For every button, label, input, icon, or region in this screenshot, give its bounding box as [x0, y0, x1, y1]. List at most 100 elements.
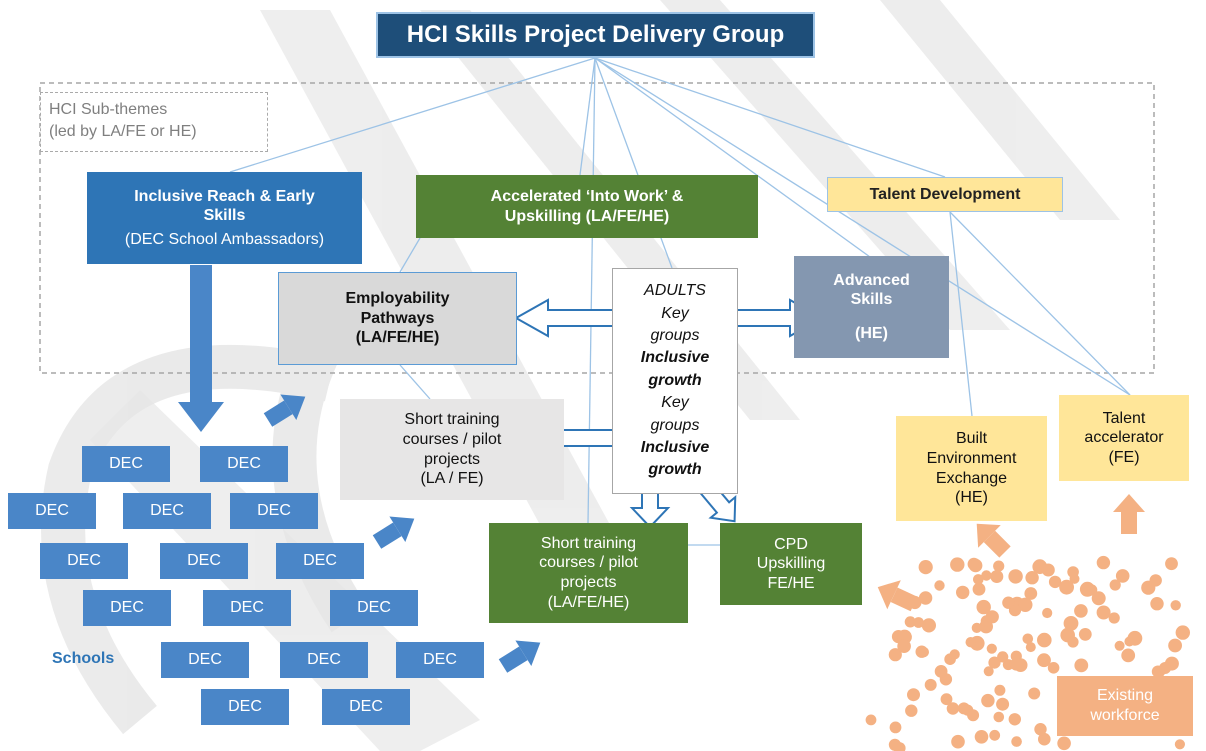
- short-training-la-fe-he-line3: projects: [560, 574, 617, 591]
- decorative-arcs: [41, 319, 369, 735]
- built-environment-exchange-box: Built Environment Exchange (HE): [896, 416, 1047, 521]
- talent-development-label: Talent Development: [869, 185, 1021, 203]
- workforce-dot: [1115, 569, 1130, 583]
- dec-box: DEC: [123, 493, 211, 529]
- employability-line1: Employability: [345, 290, 450, 308]
- advanced-skills-box: Advanced Skills (HE): [794, 256, 949, 358]
- adults-line2: Key: [661, 304, 689, 322]
- workforce-dot: [1008, 569, 1023, 584]
- workforce-dot: [905, 704, 918, 717]
- workforce-dot: [985, 610, 999, 624]
- workforce-dot: [1025, 571, 1039, 585]
- workforce-dot: [1078, 628, 1092, 641]
- workforce-dot: [1024, 587, 1038, 600]
- workforce-dot: [1168, 638, 1182, 653]
- workforce-dot: [1096, 555, 1111, 570]
- workforce-dot: [1074, 604, 1088, 618]
- workforce-dot: [1011, 736, 1022, 747]
- orange-arrows: [877, 494, 1145, 612]
- dec-box: DEC: [201, 689, 289, 725]
- short-training-la-fe-he-box: Short training courses / pilot projects …: [489, 523, 688, 623]
- workforce-dot: [968, 558, 983, 573]
- subthemes-note-line1: HCI Sub-themes: [49, 101, 168, 118]
- workforce-dot: [1159, 662, 1172, 674]
- workforce-dot: [1108, 612, 1120, 624]
- workforce-dot: [1042, 607, 1053, 619]
- subthemes-note: HCI Sub-themes (led by LA/FE or HE): [40, 92, 268, 152]
- workforce-dot: [1114, 640, 1125, 651]
- workforce-dot: [1047, 662, 1060, 674]
- workforce-dot: [888, 738, 902, 751]
- workforce-dot: [1008, 713, 1021, 726]
- workforce-dot: [949, 649, 960, 660]
- short-training-la-fe-he-line1: Short training: [540, 534, 637, 552]
- workforce-dot: [967, 709, 980, 722]
- workforce-dot: [1067, 636, 1079, 648]
- workforce-dot: [1038, 732, 1051, 746]
- cpd-line3: FE/HE: [767, 574, 815, 592]
- title-text: HCI Skills Project Delivery Group: [406, 21, 785, 49]
- blue-diagonal-arrows: [263, 394, 541, 673]
- workforce-dot: [1091, 591, 1106, 606]
- adults-line9: growth: [648, 461, 702, 479]
- adults-line6: Key: [661, 394, 689, 412]
- advanced-line2: Skills: [850, 291, 893, 309]
- workforce-dot: [983, 666, 994, 677]
- workforce-dot: [993, 560, 1005, 572]
- short-training-la-fe-he-line2: courses / pilot: [539, 554, 638, 572]
- employability-line2: Pathways: [360, 309, 435, 327]
- workforce-dot: [981, 570, 992, 581]
- inclusive-reach-line1: Inclusive Reach & Early: [134, 187, 315, 205]
- workforce-dot: [1063, 616, 1079, 631]
- workforce-dot: [988, 656, 1001, 669]
- workforce-dot: [1057, 736, 1071, 751]
- dec-box: DEC: [161, 642, 249, 678]
- workforce-dot: [993, 711, 1005, 723]
- employability-line3: (LA/FE/HE): [355, 329, 440, 347]
- workforce-dot: [1150, 597, 1164, 611]
- workforce-dot: [1175, 625, 1191, 640]
- dec-box: DEC: [8, 493, 96, 529]
- workforce-dot: [1018, 597, 1033, 612]
- talent-accelerator-line2: accelerator: [1084, 429, 1164, 447]
- workforce-dot: [971, 622, 982, 634]
- workforce-dot: [946, 702, 960, 715]
- workforce-dot: [1109, 579, 1121, 591]
- workforce-dot: [924, 678, 937, 691]
- short-training-la-fe-line2: courses / pilot: [402, 430, 502, 448]
- dec-box: DEC: [322, 689, 410, 725]
- workforce-dot: [1025, 642, 1036, 653]
- workforce-dot: [1079, 581, 1095, 597]
- workforce-dot: [913, 617, 924, 628]
- workforce-dot: [915, 645, 928, 658]
- workforce-dot: [972, 582, 986, 596]
- short-training-la-fe-he-line4: (LA/FE/HE): [547, 593, 630, 611]
- workforce-dot: [997, 651, 1009, 663]
- workforce-dot: [950, 557, 965, 572]
- workforce-dot: [934, 580, 945, 591]
- workforce-dot: [904, 616, 916, 628]
- workforce-dot: [1121, 648, 1136, 663]
- workforce-dot: [996, 697, 1010, 711]
- talent-accelerator-line3: (FE): [1108, 448, 1140, 466]
- short-training-la-fe-box: Short training courses / pilot projects …: [340, 399, 564, 500]
- workforce-dot: [986, 643, 997, 654]
- workforce-dot: [1074, 658, 1089, 673]
- talent-development-box: Talent Development: [827, 177, 1063, 212]
- advanced-line1: Advanced: [833, 271, 910, 289]
- workforce-dot: [918, 560, 933, 575]
- workforce-dot: [1096, 605, 1111, 620]
- workforce-dot: [921, 618, 937, 633]
- accelerated-into-work-box: Accelerated ‘Into Work’ & Upskilling (LA…: [416, 175, 758, 238]
- adults-line1: ADULTS: [644, 282, 706, 300]
- short-training-la-fe-line4: (LA / FE): [420, 470, 484, 488]
- workforce-dot: [965, 637, 976, 648]
- down-arrow: [178, 265, 224, 432]
- dec-box: DEC: [276, 543, 364, 579]
- workforce-dot: [897, 639, 911, 653]
- workforce-dot: [1124, 636, 1135, 647]
- accelerated-line2: Upskilling (LA/FE/HE): [504, 207, 670, 225]
- workforce-dot-cloud: [865, 555, 1191, 751]
- workforce-dot: [934, 665, 948, 678]
